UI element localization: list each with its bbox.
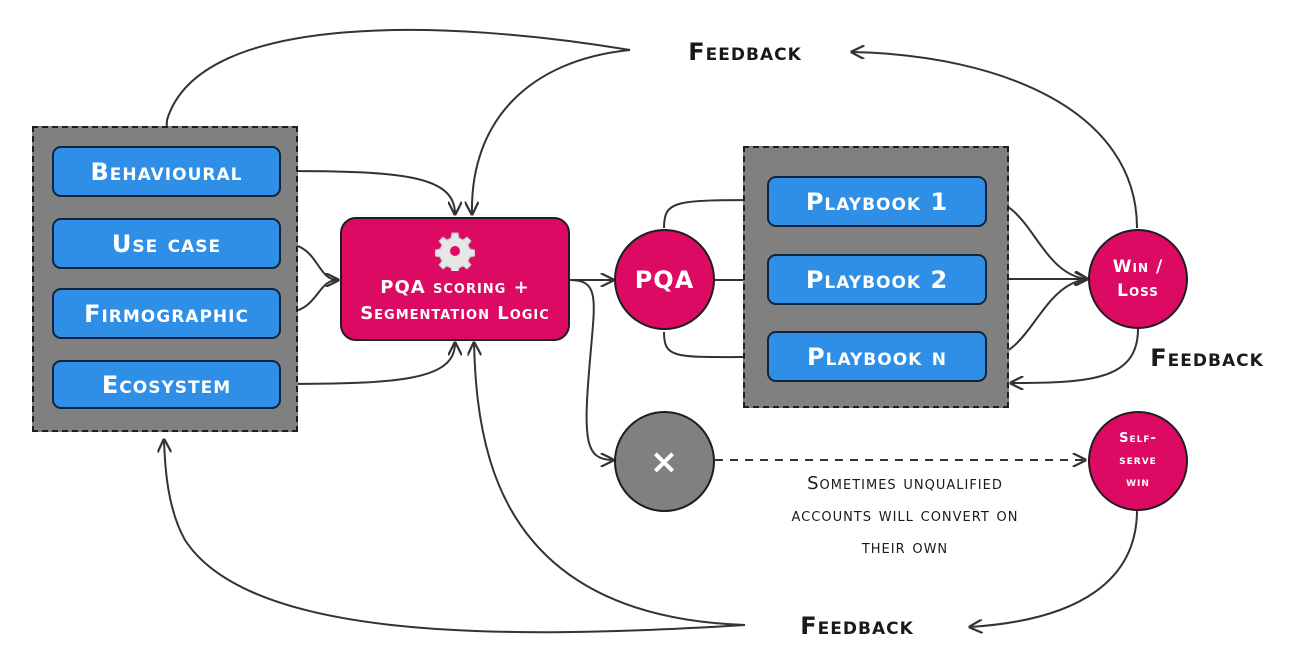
input-behavioural-label: Behavioural	[90, 157, 243, 186]
playbook-1[interactable]: Playbook 1	[767, 176, 987, 227]
self-serve-line1: Self-	[1119, 431, 1157, 446]
input-ecosystem-label: Ecosystem	[101, 370, 232, 399]
win-loss-line1: Win /	[1112, 257, 1164, 277]
edge-winloss-feedback-playbooks	[1011, 328, 1139, 383]
edge-feedback-bottom-inputs	[164, 440, 746, 634]
pqa-node[interactable]: PQA	[614, 229, 715, 330]
pqa-scoring-node[interactable]: PQA scoring + Segmentation Logic	[340, 217, 570, 341]
edge-winloss-feedback-top	[852, 52, 1138, 229]
win-loss-node[interactable]: Win / Loss	[1088, 229, 1188, 329]
edge-pqa-playbook1	[663, 200, 765, 229]
pqa-label: PQA	[634, 265, 695, 294]
feedback-label-right: Feedback	[1150, 344, 1264, 372]
self-serve-win-node[interactable]: Self- serve win	[1088, 411, 1188, 511]
annotation-line1: Sometimes unqualified	[807, 473, 1003, 494]
scoring-label-line2: Segmentation Logic	[360, 303, 550, 324]
edge-ecosystem-scoring	[280, 343, 455, 385]
playbook-n-label: Playbook n	[807, 342, 947, 371]
input-firmographic-label: Firmographic	[84, 299, 249, 328]
self-serve-line2: serve	[1119, 453, 1157, 468]
self-serve-line3: win	[1126, 475, 1150, 490]
annotation-line3: their own	[861, 537, 949, 558]
edge-feedback-bottom-scoring	[474, 343, 746, 626]
edge-scoring-unqualified	[569, 279, 613, 460]
feedback-label-top: Feedback	[688, 38, 802, 66]
input-firmographic[interactable]: Firmographic	[52, 288, 281, 339]
playbook-n[interactable]: Playbook n	[767, 331, 987, 382]
feedback-label-bottom: Feedback	[800, 612, 914, 640]
playbook-1-label: Playbook 1	[805, 187, 949, 216]
edge-feedback-top-inputs	[166, 28, 631, 140]
x-icon: ×	[649, 441, 680, 482]
input-behavioural[interactable]: Behavioural	[52, 146, 281, 197]
scoring-label-line1: PQA scoring +	[380, 277, 530, 298]
playbook-2[interactable]: Playbook 2	[767, 254, 987, 305]
annotation-line2: accounts will convert on	[791, 505, 1019, 526]
input-use-case[interactable]: Use case	[52, 218, 281, 269]
edge-pqa-playbookn	[663, 331, 765, 357]
unqualified-annotation: Sometimes unqualified accounts will conv…	[740, 468, 1070, 564]
edge-feedback-top-scoring	[472, 49, 631, 214]
playbook-2-label: Playbook 2	[805, 265, 949, 294]
edge-selfserve-feedback-bottom	[970, 509, 1138, 627]
win-loss-line2: Loss	[1117, 281, 1159, 301]
input-use-case-label: Use case	[111, 229, 222, 258]
edge-behavioural-scoring	[280, 170, 455, 214]
gear-icon	[435, 232, 475, 271]
input-ecosystem[interactable]: Ecosystem	[52, 360, 281, 409]
unqualified-node[interactable]: ×	[614, 411, 715, 512]
